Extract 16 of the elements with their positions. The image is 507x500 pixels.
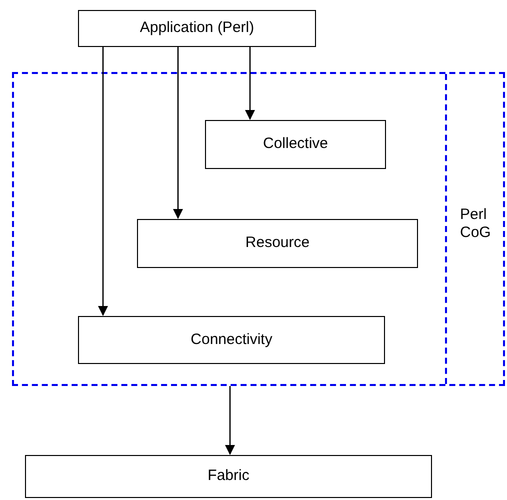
arrow [245, 47, 255, 120]
layer-label: Fabric [208, 466, 250, 486]
region-label: Perl CoG [460, 206, 492, 242]
arrow [173, 47, 183, 219]
arrow [225, 386, 235, 455]
layer-box [78, 10, 316, 47]
layer-box [137, 219, 418, 268]
arrow [98, 47, 108, 316]
layer-label: Connectivity [190, 330, 272, 350]
dashed-region [12, 72, 505, 386]
layer-box [205, 120, 386, 169]
layer-box [78, 316, 385, 364]
layer-label: Application (Perl) [140, 18, 254, 38]
layer-box [25, 455, 432, 498]
layer-label: Resource [245, 233, 310, 254]
layer-label: Collective [262, 134, 328, 154]
